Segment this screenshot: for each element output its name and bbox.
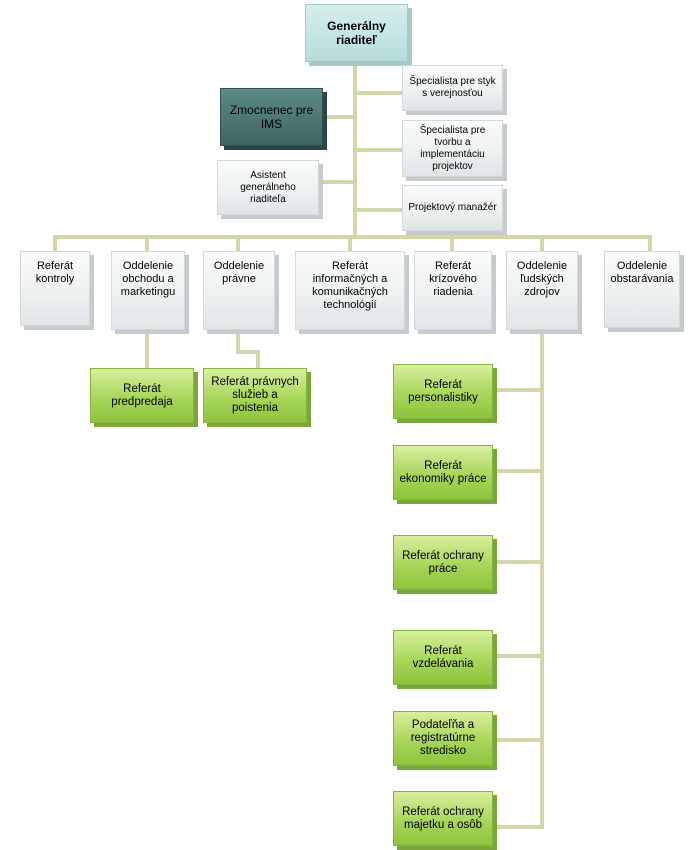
dept-pravne: Oddelenie právne — [203, 251, 275, 330]
zmocnenec-box: Zmocnenec pre IMS — [220, 88, 323, 146]
sub-ekonomiky-prace: Referát ekonomiky práce — [393, 445, 493, 500]
zmocnenec-label: Zmocnenec pre IMS — [229, 103, 314, 131]
dept-referat-kontroly: Referát kontroly — [20, 251, 90, 326]
sub-label: Referát predpredaja — [111, 382, 173, 408]
sub-label: Referát právnych služieb a poistenia — [211, 376, 299, 414]
dept-krizoveho-riadenia: Referát krízového riadenia — [414, 251, 492, 330]
sub-label: Referát ochrany majetku a osôb — [402, 805, 484, 831]
sub-vzdelavania: Referát vzdelávania — [393, 630, 493, 685]
sub-label: Referát personalistiky — [408, 378, 478, 404]
dept-ikt: Referát informačných a komunikačných tec… — [295, 251, 405, 330]
sub-predpredaja: Referát predpredaja — [90, 368, 194, 423]
sub-pravnych-sluzieb: Referát právnych služieb a poistenia — [203, 368, 307, 423]
ceo-label: Generálny riaditeľ — [327, 19, 386, 47]
sub-podatelna: Podateľňa a registratúrne stredisko — [393, 711, 493, 766]
spec-tvorba-label: Špecialista pre tvorbu a implementáciu p… — [419, 124, 486, 172]
spec-styk-box: Špecialista pre styk s verejnosťou — [402, 65, 503, 111]
sub-ochrany-majetku: Referát ochrany majetku a osôb — [393, 791, 493, 846]
spec-tvorba-box: Špecialista pre tvorbu a implementáciu p… — [402, 120, 503, 177]
sub-label: Referát vzdelávania — [412, 644, 474, 670]
sub-label: Referát ochrany práce — [402, 549, 484, 575]
ceo-box: Generálny riaditeľ — [305, 4, 408, 62]
connector-group — [53, 60, 652, 829]
asistent-label: Asistent generálneho riaditeľa — [240, 169, 296, 205]
asistent-box: Asistent generálneho riaditeľa — [217, 160, 319, 215]
dept-ludskych-zdrojov: Oddelenie ľudských zdrojov — [506, 251, 578, 330]
sub-label: Referát ekonomiky práce — [399, 459, 487, 485]
projektovy-manazer-box: Projektový manažér — [402, 185, 503, 231]
sub-ochrany-prace: Referát ochrany práce — [393, 535, 493, 590]
dept-label: Oddelenie obchodu a marketingu — [120, 260, 176, 298]
dept-label: Oddelenie obstarávania — [610, 260, 674, 285]
dept-label: Oddelenie právne — [213, 260, 265, 285]
sub-label: Podateľňa a registratúrne stredisko — [410, 719, 476, 757]
dept-obstaravania: Oddelenie obstarávania — [604, 251, 680, 328]
sub-personalistiky: Referát personalistiky — [393, 364, 493, 419]
projektovy-manazer-label: Projektový manažér — [408, 202, 497, 213]
dept-label: Oddelenie ľudských zdrojov — [516, 260, 568, 298]
dept-label: Referát informačných a komunikačných tec… — [312, 260, 388, 311]
dept-label: Referát kontroly — [35, 260, 75, 285]
spec-styk-label: Špecialista pre styk s verejnosťou — [409, 76, 496, 99]
dept-obchodu-marketingu: Oddelenie obchodu a marketingu — [111, 251, 185, 330]
dept-label: Referát krízového riadenia — [429, 260, 477, 298]
